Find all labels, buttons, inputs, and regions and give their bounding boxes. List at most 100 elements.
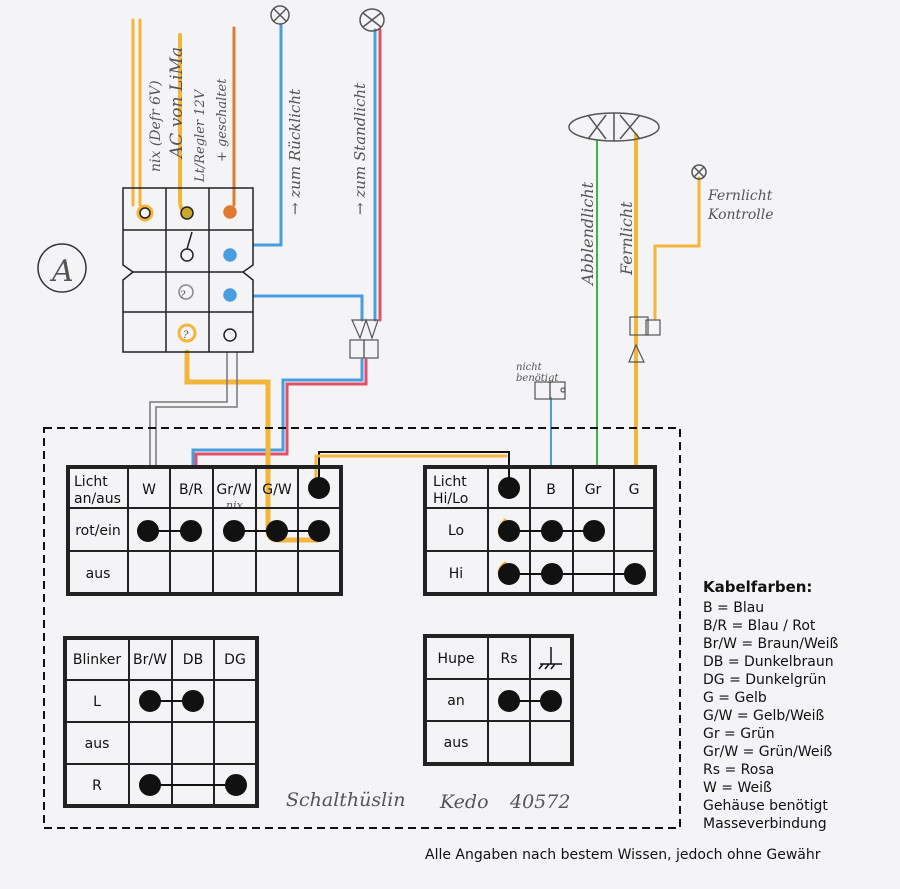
connector-label-circle — [37, 243, 87, 293]
headlight-icon — [568, 112, 660, 142]
legend-item: Gr/W = Grün/Weiß — [703, 744, 833, 760]
contact-dot — [225, 774, 247, 796]
contact-dot — [541, 520, 563, 542]
label-nix: nix — [226, 499, 244, 512]
label-abblendlicht: Abblendlicht — [578, 181, 597, 287]
lamp-standlicht-icon — [359, 8, 385, 32]
contact-dot — [498, 690, 520, 712]
lamp-kontrolle-icon — [691, 164, 707, 180]
wire-blue-red-to-table — [191, 358, 364, 469]
legend-item: G = Gelb — [703, 690, 767, 706]
contact-dot — [139, 690, 161, 712]
contact-dot — [308, 520, 330, 542]
wire-yellow-nix — [131, 18, 142, 207]
wire-yellow-kontrolle — [653, 176, 701, 320]
wire-black-bridge — [318, 451, 510, 489]
cable-color-legend: Kabelfarben: B = Blau B/R = Blau / Rot B… — [703, 578, 838, 833]
connector-question-2: ? — [183, 330, 189, 341]
legend-item: Masseverbindung — [703, 816, 827, 832]
contact-dot — [180, 520, 202, 542]
label-nicht: nicht — [516, 362, 543, 373]
licht-title-2: an/aus — [74, 491, 121, 507]
caption-2: Kedo — [439, 791, 489, 813]
blinker-title: Blinker — [73, 652, 121, 668]
hilo-row-hi: Hi — [449, 566, 463, 582]
label-regler: Lt/Regler 12V — [193, 88, 208, 183]
contact-dot — [139, 774, 161, 796]
hupe-col-rs: Rs — [500, 651, 517, 667]
legend-item: W = Weiß — [703, 780, 772, 796]
label-rucklicht: → zum Rücklicht — [286, 88, 304, 215]
licht-col-br: B/R — [179, 482, 203, 498]
contact-dot — [583, 520, 605, 542]
table-blinker: Blinker Br/W DB DG L aus R — [63, 636, 259, 808]
licht-row-aus: aus — [86, 566, 111, 582]
lamp-rucklicht-icon — [270, 5, 290, 25]
wires — [131, 18, 701, 580]
label-nix-dephr: nix (Defr 6V) — [148, 80, 164, 172]
plug-fernlicht-icon — [628, 316, 661, 363]
plug-standlicht-icon — [349, 318, 379, 359]
wire-red-to-table — [194, 358, 368, 469]
contact-dot — [498, 477, 520, 499]
wire-blue-connector — [252, 294, 364, 322]
label-ac-lima: AC von LiMa — [167, 47, 187, 160]
hupe-title: Hupe — [438, 651, 475, 667]
legend-title: Kabelfarben: — [703, 578, 813, 596]
contact-dot — [266, 520, 288, 542]
licht-col-grw: Gr/W — [216, 482, 251, 498]
legend-item: DB = Dunkelbraun — [703, 654, 834, 670]
legend-item: G/W = Gelb/Weiß — [703, 708, 825, 724]
hilo-col-gr: Gr — [585, 482, 602, 498]
blinker-col-dg: DG — [224, 652, 246, 668]
blinker-row-aus: aus — [85, 736, 110, 752]
legend-item: DG = Dunkelgrün — [703, 672, 827, 688]
hilo-col-g: G — [629, 482, 640, 498]
blinker-col-brw: Br/W — [133, 652, 167, 668]
switch-housing-outline — [43, 427, 681, 829]
licht-row-rot-ein: rot/ein — [75, 523, 121, 539]
wire-grey-w — [149, 351, 238, 468]
hilo-title-1: Licht — [433, 474, 467, 490]
label-geschaltet: + geschaltet — [215, 78, 230, 162]
connector-question-1: ? — [180, 290, 186, 301]
contact-dot — [498, 563, 520, 585]
legend-item: Gehäuse benötigt — [703, 798, 828, 814]
legend-item: B = Blau — [703, 600, 765, 616]
legend-item: B/R = Blau / Rot — [703, 618, 816, 634]
disclaimer: Alle Angaben nach bestem Wissen, jedoch … — [425, 847, 821, 863]
licht-col-gw: G/W — [262, 482, 292, 498]
contact-dot — [624, 563, 646, 585]
caption-3: 40572 — [509, 791, 570, 813]
connector-label: A — [49, 254, 74, 289]
plug-nicht-benoetigt-icon — [534, 381, 566, 400]
label-fernlicht: Fernlicht — [617, 201, 636, 276]
label-benoetigt: benötigt — [516, 373, 559, 384]
hupe-row-aus: aus — [444, 735, 469, 751]
licht-title-1: Licht — [74, 474, 108, 490]
contact-dot — [137, 520, 159, 542]
blinker-col-db: DB — [183, 652, 203, 668]
hilo-col-b: B — [546, 482, 556, 498]
table-hupe: Hupe Rs an aus — [423, 634, 574, 766]
hupe-row-an: an — [447, 693, 464, 709]
ground-icon — [538, 647, 562, 670]
table-licht-hi-lo: Licht Hi/Lo B Gr G Lo Hi — [423, 465, 657, 596]
wire-yellow-bridge — [314, 454, 508, 490]
licht-col-w: W — [142, 482, 156, 498]
legend-item: Gr = Grün — [703, 726, 775, 742]
legend-item: Rs = Rosa — [703, 762, 775, 778]
blinker-row-l: L — [93, 694, 101, 710]
contact-dot — [498, 520, 520, 542]
legend-item: Br/W = Braun/Weiß — [703, 636, 839, 652]
label-fernlicht-kontrolle-1: Fernlicht — [707, 188, 773, 204]
table-licht-an-aus: Licht an/aus W B/R Gr/W G/W rot/ein aus — [66, 465, 343, 596]
wire-blue-rucklicht — [252, 23, 283, 247]
contact-dot — [223, 520, 245, 542]
contact-dot — [540, 690, 562, 712]
contact-dot — [182, 690, 204, 712]
hilo-title-2: Hi/Lo — [433, 491, 468, 507]
blinker-row-r: R — [92, 778, 102, 794]
contact-dot — [308, 477, 330, 499]
